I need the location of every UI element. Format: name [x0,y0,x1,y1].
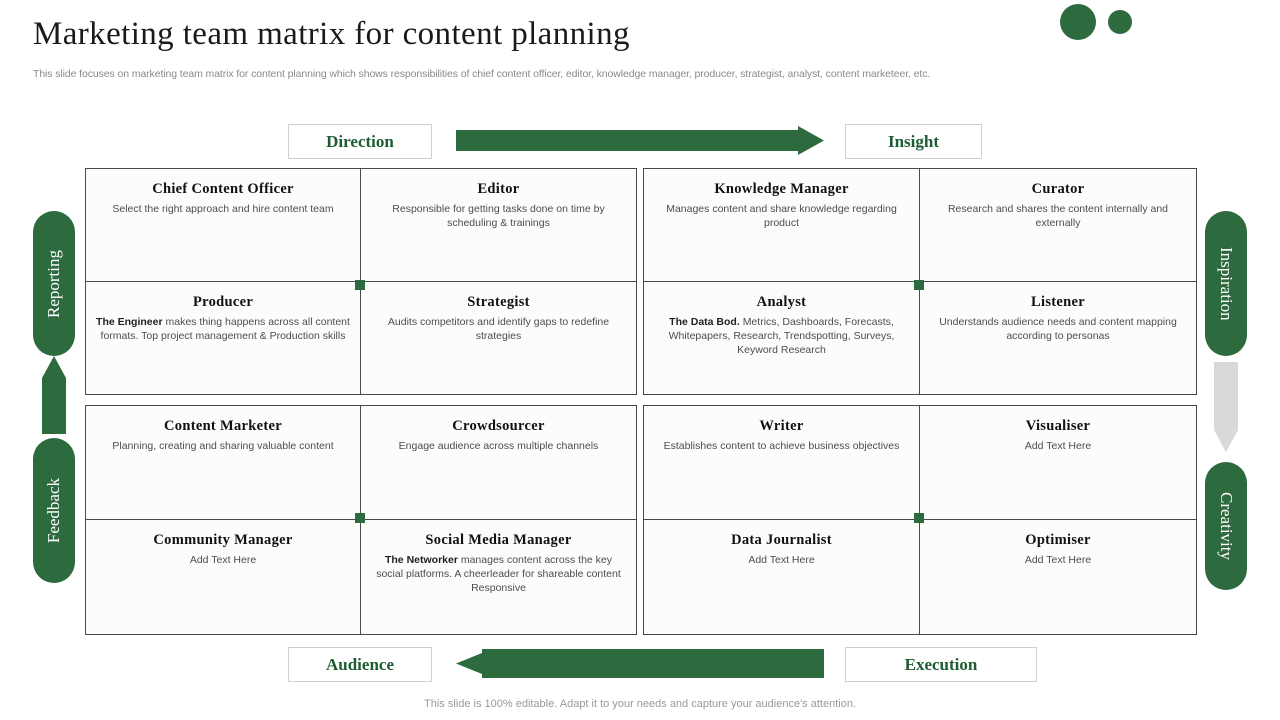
axis-label-audience: Audience [288,647,432,682]
matrix-cell-title: Knowledge Manager [714,181,849,197]
matrix-cell-desc: Add Text Here [96,553,350,567]
matrix-cell-desc: Planning, creating and sharing valuable … [96,439,350,453]
matrix-cell-desc: Responsible for getting tasks done on ti… [371,202,626,230]
matrix-cell-title: Data Journalist [731,532,832,548]
matrix-cell[interactable]: Writer Establishes content to achieve bu… [644,406,920,520]
matrix-cell-desc-lead: The Data Bod. [669,315,740,328]
page-title: Marketing team matrix for content planni… [33,16,630,52]
matrix-cell-title: Curator [1031,181,1085,197]
axis-pill-feedback-label: Feedback [44,477,63,544]
matrix-cell-desc: Add Text Here [930,553,1186,567]
matrix-cell-desc: Add Text Here [930,439,1186,453]
matrix-cell-title: Editor [477,181,520,197]
matrix-cell-desc: Research and shares the content internal… [930,202,1186,230]
matrix-cell-desc: The Networker manages content across the… [371,553,626,595]
arrow-down-icon [1214,362,1238,452]
connector-node-icon [914,513,924,523]
axis-pill-creativity: Creativity [1205,462,1247,590]
matrix-cell[interactable]: Content Marketer Planning, creating and … [86,406,361,520]
matrix-cell[interactable]: Visualiser Add Text Here [920,406,1196,520]
matrix-cell-title: Visualiser [1025,418,1091,434]
axis-pill-feedback: Feedback [33,438,75,583]
axis-pill-reporting-label: Reporting [44,249,63,318]
matrix-cell-desc-text: Add Text Here [1024,554,1092,566]
matrix-cell-desc-text: Planning, creating and sharing valuable … [112,440,334,452]
matrix-cell-desc: Add Text Here [654,553,909,567]
footer-note: This slide is 100% editable. Adapt it to… [424,698,856,710]
matrix-cell-desc-text: Research and shares the content internal… [947,203,1169,229]
matrix-cell-desc-text: Select the right approach and hire conte… [112,203,334,215]
decorative-dot-large [1060,4,1096,40]
axis-pill-inspiration: Inspiration [1205,211,1247,356]
axis-pill-inspiration-label: Inspiration [1217,246,1236,321]
connector-node-icon [914,280,924,290]
matrix-cell-title: Producer [192,293,254,310]
matrix-cell[interactable]: Chief Content Officer Select the right a… [86,169,361,282]
matrix-cell-title: Social Media Manager [425,532,572,548]
matrix-cell[interactable]: Knowledge Manager Manages content and sh… [644,169,920,282]
matrix-cell-desc: Engage audience across multiple channels [371,439,626,453]
page-subtitle: This slide focuses on marketing team mat… [33,68,931,80]
matrix-cell[interactable]: Curator Research and shares the content … [920,169,1196,282]
matrix-cell-desc-text: manages content across the key social pl… [376,554,621,594]
axis-label-execution: Execution [845,647,1037,682]
matrix-cell-title: Listener [1031,293,1085,310]
matrix-cell-desc: The Data Bod. Metrics, Dashboards, Forec… [654,315,909,357]
axis-pill-reporting: Reporting [33,211,75,356]
matrix-cell-desc-text: Establishes content to achieve business … [663,440,900,452]
arrow-up-icon [42,356,66,434]
matrix-cell-desc: Understands audience needs and content m… [930,315,1186,343]
matrix-cell-desc-text: Responsible for getting tasks done on ti… [392,203,605,229]
matrix-cell-desc: Audits competitors and identify gaps to … [371,315,626,343]
axis-pill-creativity-label: Creativity [1217,492,1236,560]
matrix-cell-desc-text: Add Text Here [1024,440,1092,452]
matrix-cell-title: Analyst [756,293,807,310]
matrix-cell-desc: Establishes content to achieve business … [654,439,909,453]
matrix-cell-desc-text: makes thing happens across all content f… [100,315,350,342]
matrix-cell-desc-lead: The Networker [384,554,458,566]
matrix-cell[interactable]: Data Journalist Add Text Here [644,520,920,634]
decorative-dot-small [1108,10,1132,34]
matrix-cell[interactable]: Community Manager Add Text Here [86,520,361,634]
matrix-cell-title: Chief Content Officer [152,181,294,197]
matrix-cell-desc-text: Manages content and share knowledge rega… [666,203,897,229]
matrix-cell-desc-text: Metrics, Dashboards, Forecasts, Whitepap… [668,315,895,356]
matrix-cell[interactable]: Crowdsourcer Engage audience across mult… [361,406,636,520]
matrix-cell-title: Community Manager [153,532,293,548]
matrix-cell-desc: Manages content and share knowledge rega… [654,202,909,230]
matrix-cell-desc-text: Audits competitors and identify gaps to … [387,315,610,342]
matrix-cell[interactable]: Editor Responsible for getting tasks don… [361,169,636,282]
arrow-left-icon [456,649,824,678]
connector-node-icon [355,280,365,290]
matrix-cell[interactable]: Strategist Audits competitors and identi… [361,282,636,395]
matrix-cell[interactable]: Listener Understands audience needs and … [920,282,1196,395]
matrix-cell[interactable]: Producer The Engineer makes thing happen… [86,281,361,394]
axis-label-direction: Direction [288,124,432,159]
matrix-cell[interactable]: Social Media Manager The Networker manag… [361,520,636,634]
matrix-cell-title: Crowdsourcer [452,418,545,434]
matrix-cell-desc-lead: The Engineer [96,315,163,328]
matrix-cell-desc: The Engineer makes thing happens across … [96,315,350,343]
connector-node-icon [355,513,365,523]
matrix-cell-title: Optimiser [1025,532,1091,548]
matrix-cell-desc-text: Engage audience across multiple channels [398,440,599,452]
matrix-cell-title: Content Marketer [164,418,282,434]
axis-label-insight: Insight [845,124,982,159]
arrow-right-icon [456,126,824,155]
matrix-cell-desc-text: Add Text Here [189,554,257,566]
matrix-cell[interactable]: Analyst The Data Bod. Metrics, Dashboard… [644,281,920,394]
matrix-cell[interactable]: Optimiser Add Text Here [920,520,1196,634]
matrix-cell-title: Strategist [467,293,530,310]
matrix-cell-desc-text: Understands audience needs and content m… [939,315,1177,342]
matrix-cell-desc-text: Add Text Here [748,554,815,566]
matrix-cell-title: Writer [759,418,804,434]
matrix-cell-desc: Select the right approach and hire conte… [96,202,350,216]
